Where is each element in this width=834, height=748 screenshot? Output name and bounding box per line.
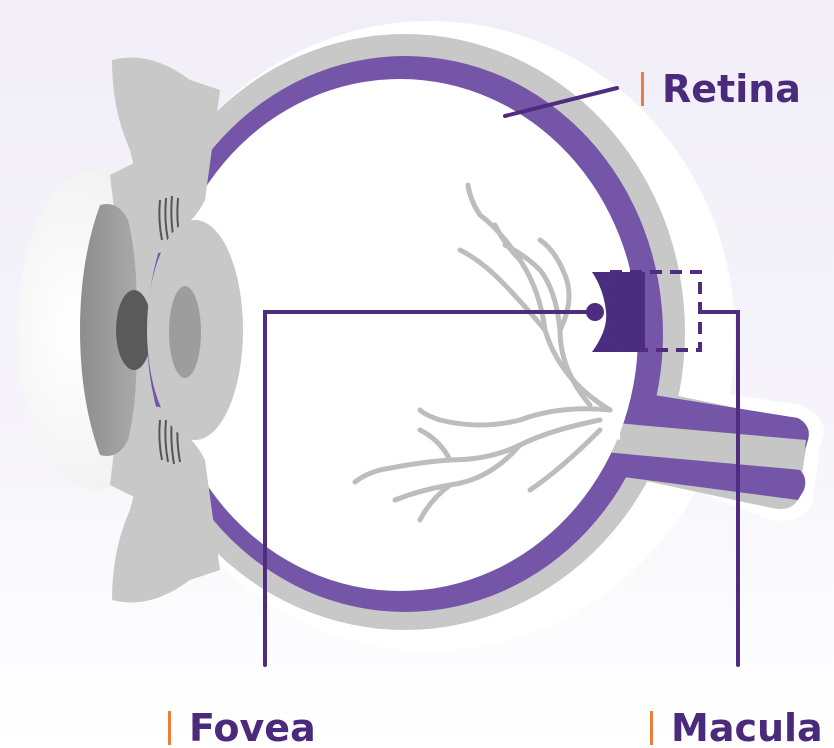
fovea-label: Fovea (168, 705, 316, 748)
lens-nucleus (169, 286, 201, 378)
fovea-label-accent (168, 711, 171, 745)
retina-label-accent (641, 72, 644, 106)
retina-label: Retina (641, 66, 801, 112)
retina-label-text: Retina (662, 66, 801, 112)
fovea-pointer-dot (586, 303, 604, 321)
macula-label-accent (650, 711, 653, 745)
macula-label-text: Macula (671, 705, 823, 748)
pupil (116, 290, 152, 370)
fovea-label-text: Fovea (189, 705, 316, 748)
macula-label: Macula (650, 705, 823, 748)
